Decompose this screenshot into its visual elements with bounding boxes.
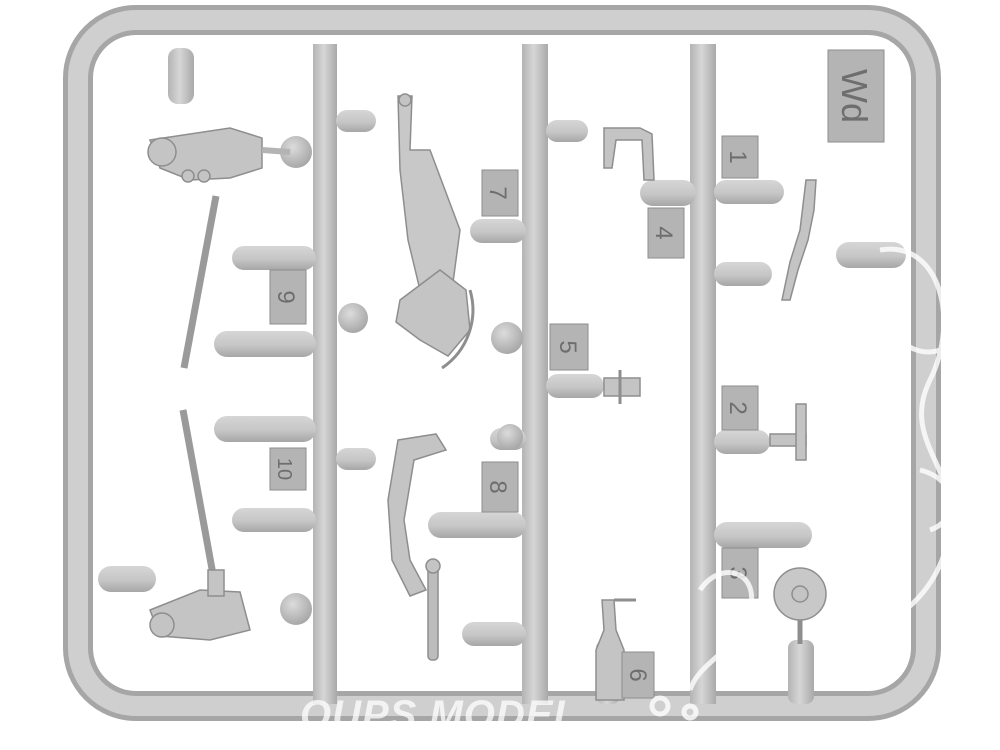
watermark-logo-icon [649, 246, 954, 721]
sprue-letter: Wd [834, 69, 875, 123]
part-number-4: 4 [650, 226, 677, 239]
part-number-1: 1 [724, 150, 751, 163]
part-number-2: 2 [724, 401, 751, 414]
watermark-text: OUPS MODEL [300, 693, 579, 737]
gate-stubs [98, 48, 906, 704]
part-number-8: 8 [484, 480, 511, 493]
part-number-6: 6 [624, 668, 651, 681]
sprue-frame [63, 5, 941, 721]
parts [147, 93, 827, 701]
part-number-10: 10 [273, 458, 295, 480]
watermark: OUPS MODEL [300, 246, 954, 737]
part-number-9: 9 [272, 290, 299, 303]
runners [313, 44, 716, 704]
part-number-7: 7 [484, 186, 511, 199]
number-tabs [269, 49, 885, 699]
part-number-5: 5 [554, 340, 581, 353]
part-numbers: 1 2 3 4 5 6 7 8 9 10 Wd [272, 69, 875, 682]
